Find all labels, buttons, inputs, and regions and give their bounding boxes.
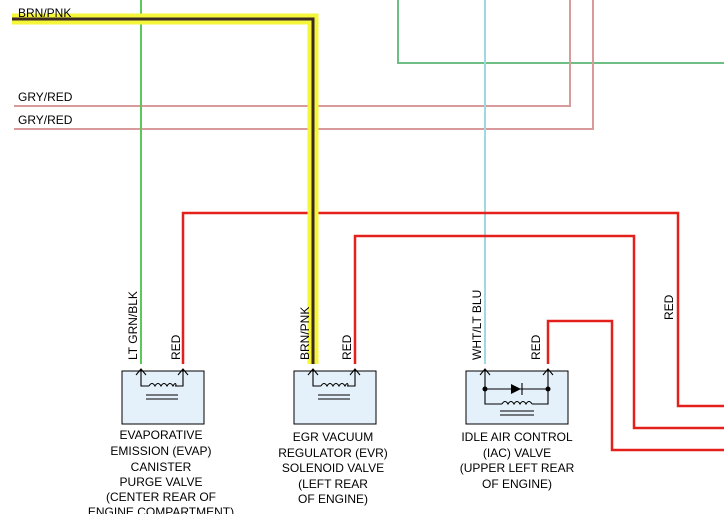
- evr-label-line-4: (LEFT REAR: [298, 477, 368, 491]
- wire-red-evr: [353, 234, 724, 430]
- wire-red-evap: [181, 211, 724, 408]
- pin-label-evap-1: LT GRN/BLK: [126, 291, 140, 360]
- iac-label-line-3: (UPPER LEFT REAR: [460, 461, 575, 475]
- evr-label-line-3: SOLENOID VALVE: [282, 461, 384, 475]
- wire-gry-red-1: [14, 0, 571, 107]
- evap-label-line-2: EMISSION (EVAP): [110, 444, 211, 458]
- evap-label-line-4: PURGE VALVE: [120, 475, 203, 489]
- pin-label-iac-2: RED: [529, 334, 543, 360]
- evr-label-line-2: REGULATOR (EVR): [278, 446, 388, 460]
- wire-label-red-right: RED: [662, 294, 676, 320]
- iac-label-line-2: (IAC) VALVE: [483, 446, 551, 460]
- wire-green-top-right: [397, 0, 724, 64]
- component-label-evap: EVAPORATIVE EMISSION (EVAP) CANISTER PUR…: [88, 428, 234, 514]
- pin-label-evap-2: RED: [169, 334, 183, 360]
- iac-label-line-4: OF ENGINE): [482, 477, 552, 491]
- evap-label-line-6: ENGINE COMPARTMENT): [88, 505, 234, 514]
- component-label-evr: EGR VACUUM REGULATOR (EVR) SOLENOID VALV…: [278, 430, 388, 506]
- wire-brn-pnk: [12, 17, 315, 364]
- wire-brn-pnk-highlight: [12, 13, 319, 364]
- wire-label-gry-red-2: GRY/RED: [18, 113, 73, 127]
- evap-label-line-1: EVAPORATIVE: [120, 428, 203, 442]
- component-label-iac: IDLE AIR CONTROL (IAC) VALVE (UPPER LEFT…: [460, 430, 575, 491]
- pin-label-evr-2: RED: [340, 334, 354, 360]
- wire-label-gry-red-1: GRY/RED: [18, 90, 73, 104]
- pin-label-iac-1: WHT/LT BLU: [470, 290, 484, 360]
- wire-red-iac: [546, 319, 724, 452]
- component-evap-purge-valve: [121, 368, 205, 425]
- evr-label-line-5: OF ENGINE): [298, 492, 368, 506]
- evap-label-line-5: (CENTER REAR OF: [106, 490, 216, 504]
- component-evr-solenoid-valve: [293, 368, 377, 425]
- wire-label-brn-pnk: BRN/PNK: [18, 6, 71, 20]
- component-iac-valve: [465, 368, 569, 425]
- evap-label-line-3: CANISTER: [131, 460, 192, 474]
- pin-label-evr-1: BRN/PNK: [298, 307, 312, 360]
- iac-label-line-1: IDLE AIR CONTROL: [461, 430, 573, 444]
- evr-label-line-1: EGR VACUUM: [293, 430, 373, 444]
- wire-gry-red-2: [14, 0, 594, 130]
